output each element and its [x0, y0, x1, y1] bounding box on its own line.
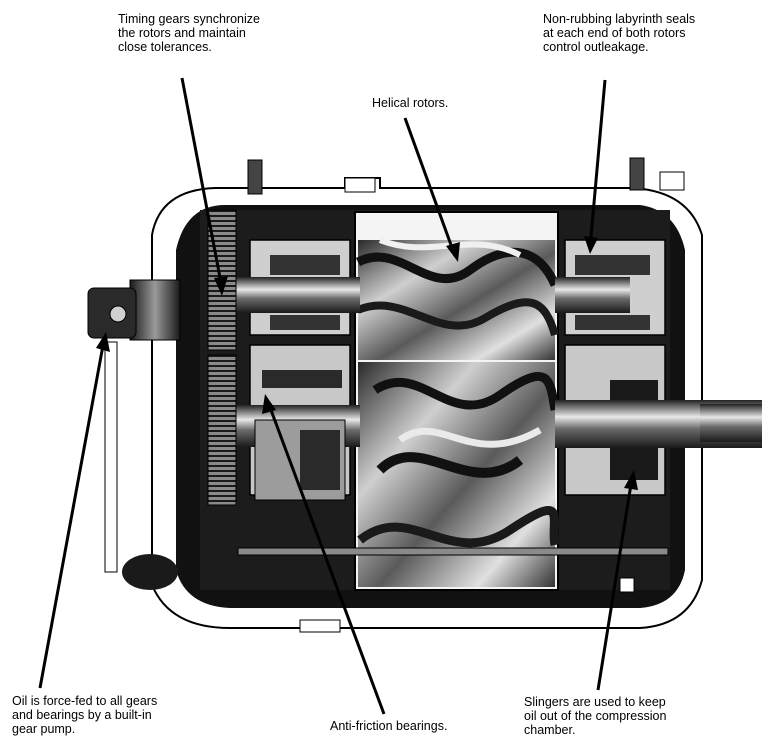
oil-pump-label: Oil is force-fed to all gears and bearin…	[12, 694, 157, 736]
oil-line	[237, 547, 669, 556]
timing-gears-label: Timing gears synchronize the rotors and …	[118, 12, 260, 54]
leader-lines	[38, 77, 634, 715]
oil-pump-line-1: Oil is force-fed to all gears	[12, 694, 158, 708]
slingers-label: Slingers are used to keep oil out of the…	[524, 695, 666, 737]
bearings-line-1: Anti-friction bearings.	[330, 719, 448, 733]
bearings-label: Anti-friction bearings.	[330, 719, 447, 733]
slingers-line-1: Slingers are used to keep	[524, 695, 666, 709]
timing-gears-line-2: the rotors and maintain	[118, 26, 246, 40]
gear-pump	[129, 279, 181, 341]
labyrinth-seals-line-1: Non-rubbing labyrinth seals	[543, 12, 696, 26]
helical-rotors-line-1: Helical rotors.	[372, 96, 449, 110]
slingers-line-3: chamber.	[524, 723, 576, 737]
timing-gears-line-1: Timing gears synchronize	[118, 12, 260, 26]
oil-pump-line-2: and bearings by a built-in	[12, 708, 152, 722]
labyrinth-seals-line-3: control outleakage.	[543, 40, 649, 54]
arrow-heads	[96, 236, 638, 490]
labyrinth-seals-label: Non-rubbing labyrinth seals at each end …	[543, 12, 695, 54]
helical-rotors-label: Helical rotors.	[372, 96, 448, 110]
timing-gears-line-3: close tolerances.	[118, 40, 212, 54]
timing-gear-lower	[207, 354, 237, 506]
oil-sump-fitting	[122, 554, 178, 590]
upper-shaft-right	[555, 277, 630, 313]
oil-pump-line-3: gear pump.	[12, 722, 76, 736]
slingers-line-2: oil out of the compression	[524, 709, 667, 723]
labyrinth-seals-line-2: at each end of both rotors	[543, 26, 686, 40]
